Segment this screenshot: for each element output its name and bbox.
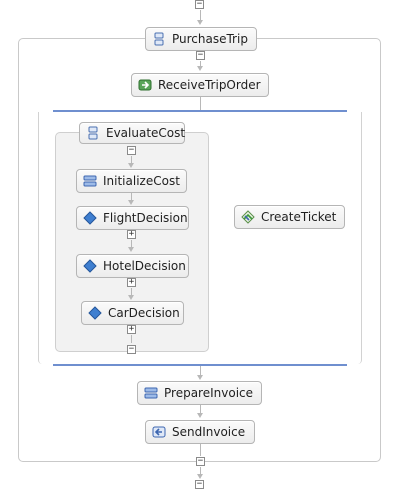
flight-decision-expand-toggle[interactable]: +	[127, 229, 136, 239]
hotel-decision-expand-toggle[interactable]: +	[127, 277, 136, 287]
connector-line	[200, 10, 201, 22]
connector-line	[131, 288, 132, 298]
purchase-trip-bottom-toggle[interactable]: −	[196, 456, 205, 466]
flight-decision-label: FlightDecision	[103, 211, 188, 225]
if-icon	[83, 211, 97, 225]
prepare-invoice-label: PrepareInvoice	[164, 386, 254, 400]
invoke-icon	[241, 210, 255, 224]
connector-arrow	[128, 200, 134, 205]
car-decision-node[interactable]: CarDecision	[81, 301, 184, 325]
connector-line	[131, 335, 132, 343]
connector-arrow	[128, 163, 134, 168]
connector-line	[131, 193, 132, 203]
if-icon	[83, 259, 97, 273]
connector-line	[200, 366, 201, 378]
if-icon	[88, 306, 102, 320]
connector-line	[131, 240, 132, 250]
connector-line	[200, 444, 201, 456]
send-invoice-node[interactable]: SendInvoice	[145, 420, 255, 444]
connector-arrow	[128, 295, 134, 300]
connector-line	[200, 467, 201, 477]
flow-region	[38, 112, 362, 364]
sequence-icon	[86, 126, 100, 140]
purchase-trip-node[interactable]: PurchaseTrip	[145, 27, 257, 51]
hotel-decision-node[interactable]: HotelDecision	[76, 254, 189, 278]
receive-icon	[138, 78, 152, 92]
connector-arrow	[197, 66, 203, 71]
evaluate-cost-node[interactable]: EvaluateCost	[79, 122, 185, 144]
prepare-invoice-node[interactable]: PrepareInvoice	[137, 381, 262, 405]
create-ticket-label: CreateTicket	[261, 210, 337, 224]
connector-line	[131, 156, 132, 166]
assign-icon	[144, 386, 158, 400]
flow-top-bar	[53, 110, 347, 112]
connector-line	[200, 405, 201, 415]
flight-decision-node[interactable]: FlightDecision	[76, 206, 189, 230]
purchase-trip-label: PurchaseTrip	[172, 32, 248, 46]
initialize-cost-node[interactable]: InitializeCost	[76, 169, 187, 193]
connector-line	[200, 97, 201, 111]
evaluate-cost-label: EvaluateCost	[106, 126, 186, 140]
assign-icon	[83, 174, 97, 188]
car-decision-label: CarDecision	[108, 306, 180, 320]
initialize-cost-label: InitializeCost	[103, 174, 180, 188]
evaluate-cost-collapse-toggle[interactable]: −	[127, 145, 136, 155]
connector-arrow	[197, 474, 203, 479]
send-invoice-label: SendInvoice	[172, 425, 246, 439]
flow-bottom-bar	[53, 364, 347, 366]
receive-trip-order-label: ReceiveTripOrder	[158, 78, 261, 92]
car-decision-expand-toggle[interactable]: +	[127, 324, 136, 334]
connector-arrow	[197, 375, 203, 380]
connector-line	[200, 61, 201, 69]
end-collapse-toggle[interactable]: −	[195, 479, 204, 489]
sequence-icon	[152, 32, 166, 46]
connector-arrow	[197, 413, 203, 418]
purchase-trip-collapse-toggle[interactable]: −	[196, 50, 205, 60]
hotel-decision-label: HotelDecision	[103, 259, 186, 273]
connector-arrow	[128, 247, 134, 252]
connector-arrow	[197, 20, 203, 25]
create-ticket-node[interactable]: CreateTicket	[234, 205, 345, 229]
reply-icon	[152, 425, 166, 439]
receive-trip-order-node[interactable]: ReceiveTripOrder	[131, 73, 269, 97]
top-collapse-toggle[interactable]: −	[195, 0, 204, 9]
evaluate-cost-bottom-toggle[interactable]: −	[127, 344, 136, 354]
